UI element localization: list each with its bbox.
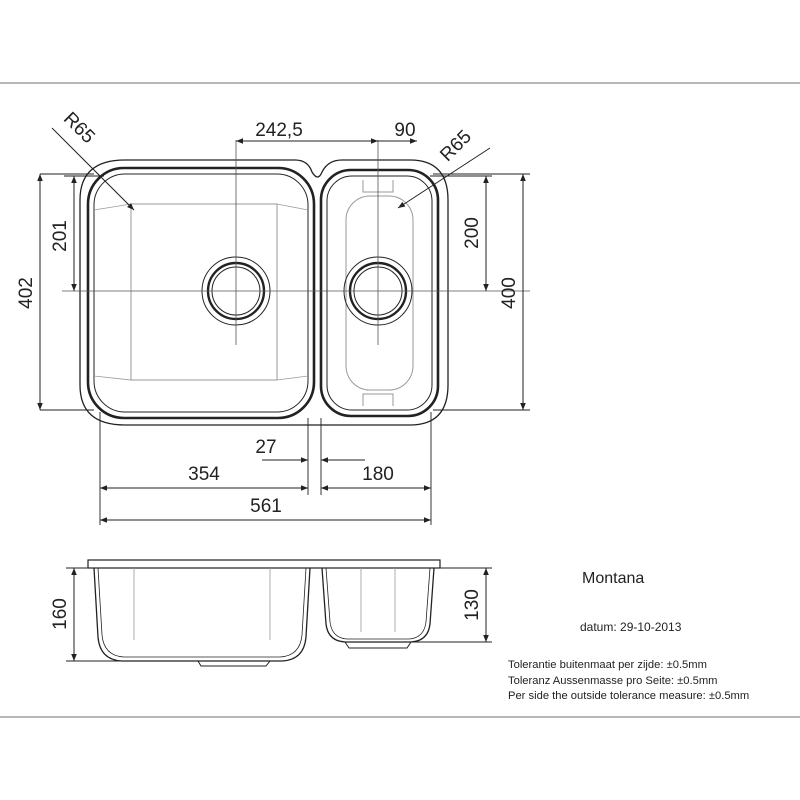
side-left-drain bbox=[197, 660, 271, 667]
left-bowl-inner bbox=[93, 173, 309, 413]
dim-402: 402 bbox=[16, 277, 37, 309]
side-right-bowl-guides bbox=[360, 568, 396, 632]
right-bowl-floor bbox=[345, 195, 414, 391]
dim-130: 130 bbox=[462, 589, 483, 621]
side-left-bowl-inner bbox=[97, 567, 307, 658]
center-lines bbox=[62, 140, 530, 345]
dimension-lines bbox=[37, 127, 526, 523]
side-rim bbox=[87, 559, 441, 569]
right-bowl-outer bbox=[319, 168, 440, 418]
extension-lines bbox=[40, 173, 530, 525]
dim-r65-left: R65 bbox=[59, 108, 98, 147]
tolerance-en: Per side the outside tolerance measure: … bbox=[508, 690, 750, 702]
tolerance-nl: Tolerantie buitenmaat per zijde: ±0.5mm bbox=[508, 659, 707, 671]
side-right-bowl bbox=[321, 567, 435, 643]
side-right-bowl-inner bbox=[325, 567, 431, 640]
dim-354: 354 bbox=[188, 464, 220, 485]
tolerance-notes: Tolerantie buitenmaat per zijde: ±0.5mm … bbox=[508, 658, 749, 705]
tolerance-de: Toleranz Aussenmasse pro Seite: ±0.5mm bbox=[508, 674, 718, 687]
dim-r65-right: R65 bbox=[436, 126, 475, 165]
side-right-drain bbox=[344, 641, 412, 649]
dim-242-5: 242,5 bbox=[255, 120, 303, 141]
dim-180: 180 bbox=[362, 464, 394, 485]
side-left-bowl-guides bbox=[133, 568, 271, 640]
dim-160: 160 bbox=[50, 598, 71, 630]
sink-side-view bbox=[87, 559, 441, 667]
dim-561: 561 bbox=[250, 496, 282, 517]
dim-400: 400 bbox=[499, 277, 520, 309]
side-left-bowl bbox=[93, 567, 311, 662]
left-bowl-outer bbox=[86, 166, 316, 420]
drawing-date: datum: 29-10-2013 bbox=[580, 620, 682, 634]
side-dimension-lines bbox=[66, 567, 492, 662]
drawing-frame bbox=[0, 82, 800, 718]
left-bowl-corner-lines bbox=[93, 203, 309, 381]
sink-outer-rim bbox=[79, 159, 449, 426]
dim-27: 27 bbox=[255, 437, 276, 458]
sink-top-view bbox=[79, 159, 449, 426]
left-bowl-floor bbox=[130, 203, 278, 381]
dim-200: 200 bbox=[462, 217, 483, 249]
right-bowl-inner bbox=[326, 175, 433, 411]
model-name: Montana bbox=[582, 570, 645, 587]
dim-201: 201 bbox=[50, 220, 71, 252]
dim-90: 90 bbox=[394, 120, 415, 141]
